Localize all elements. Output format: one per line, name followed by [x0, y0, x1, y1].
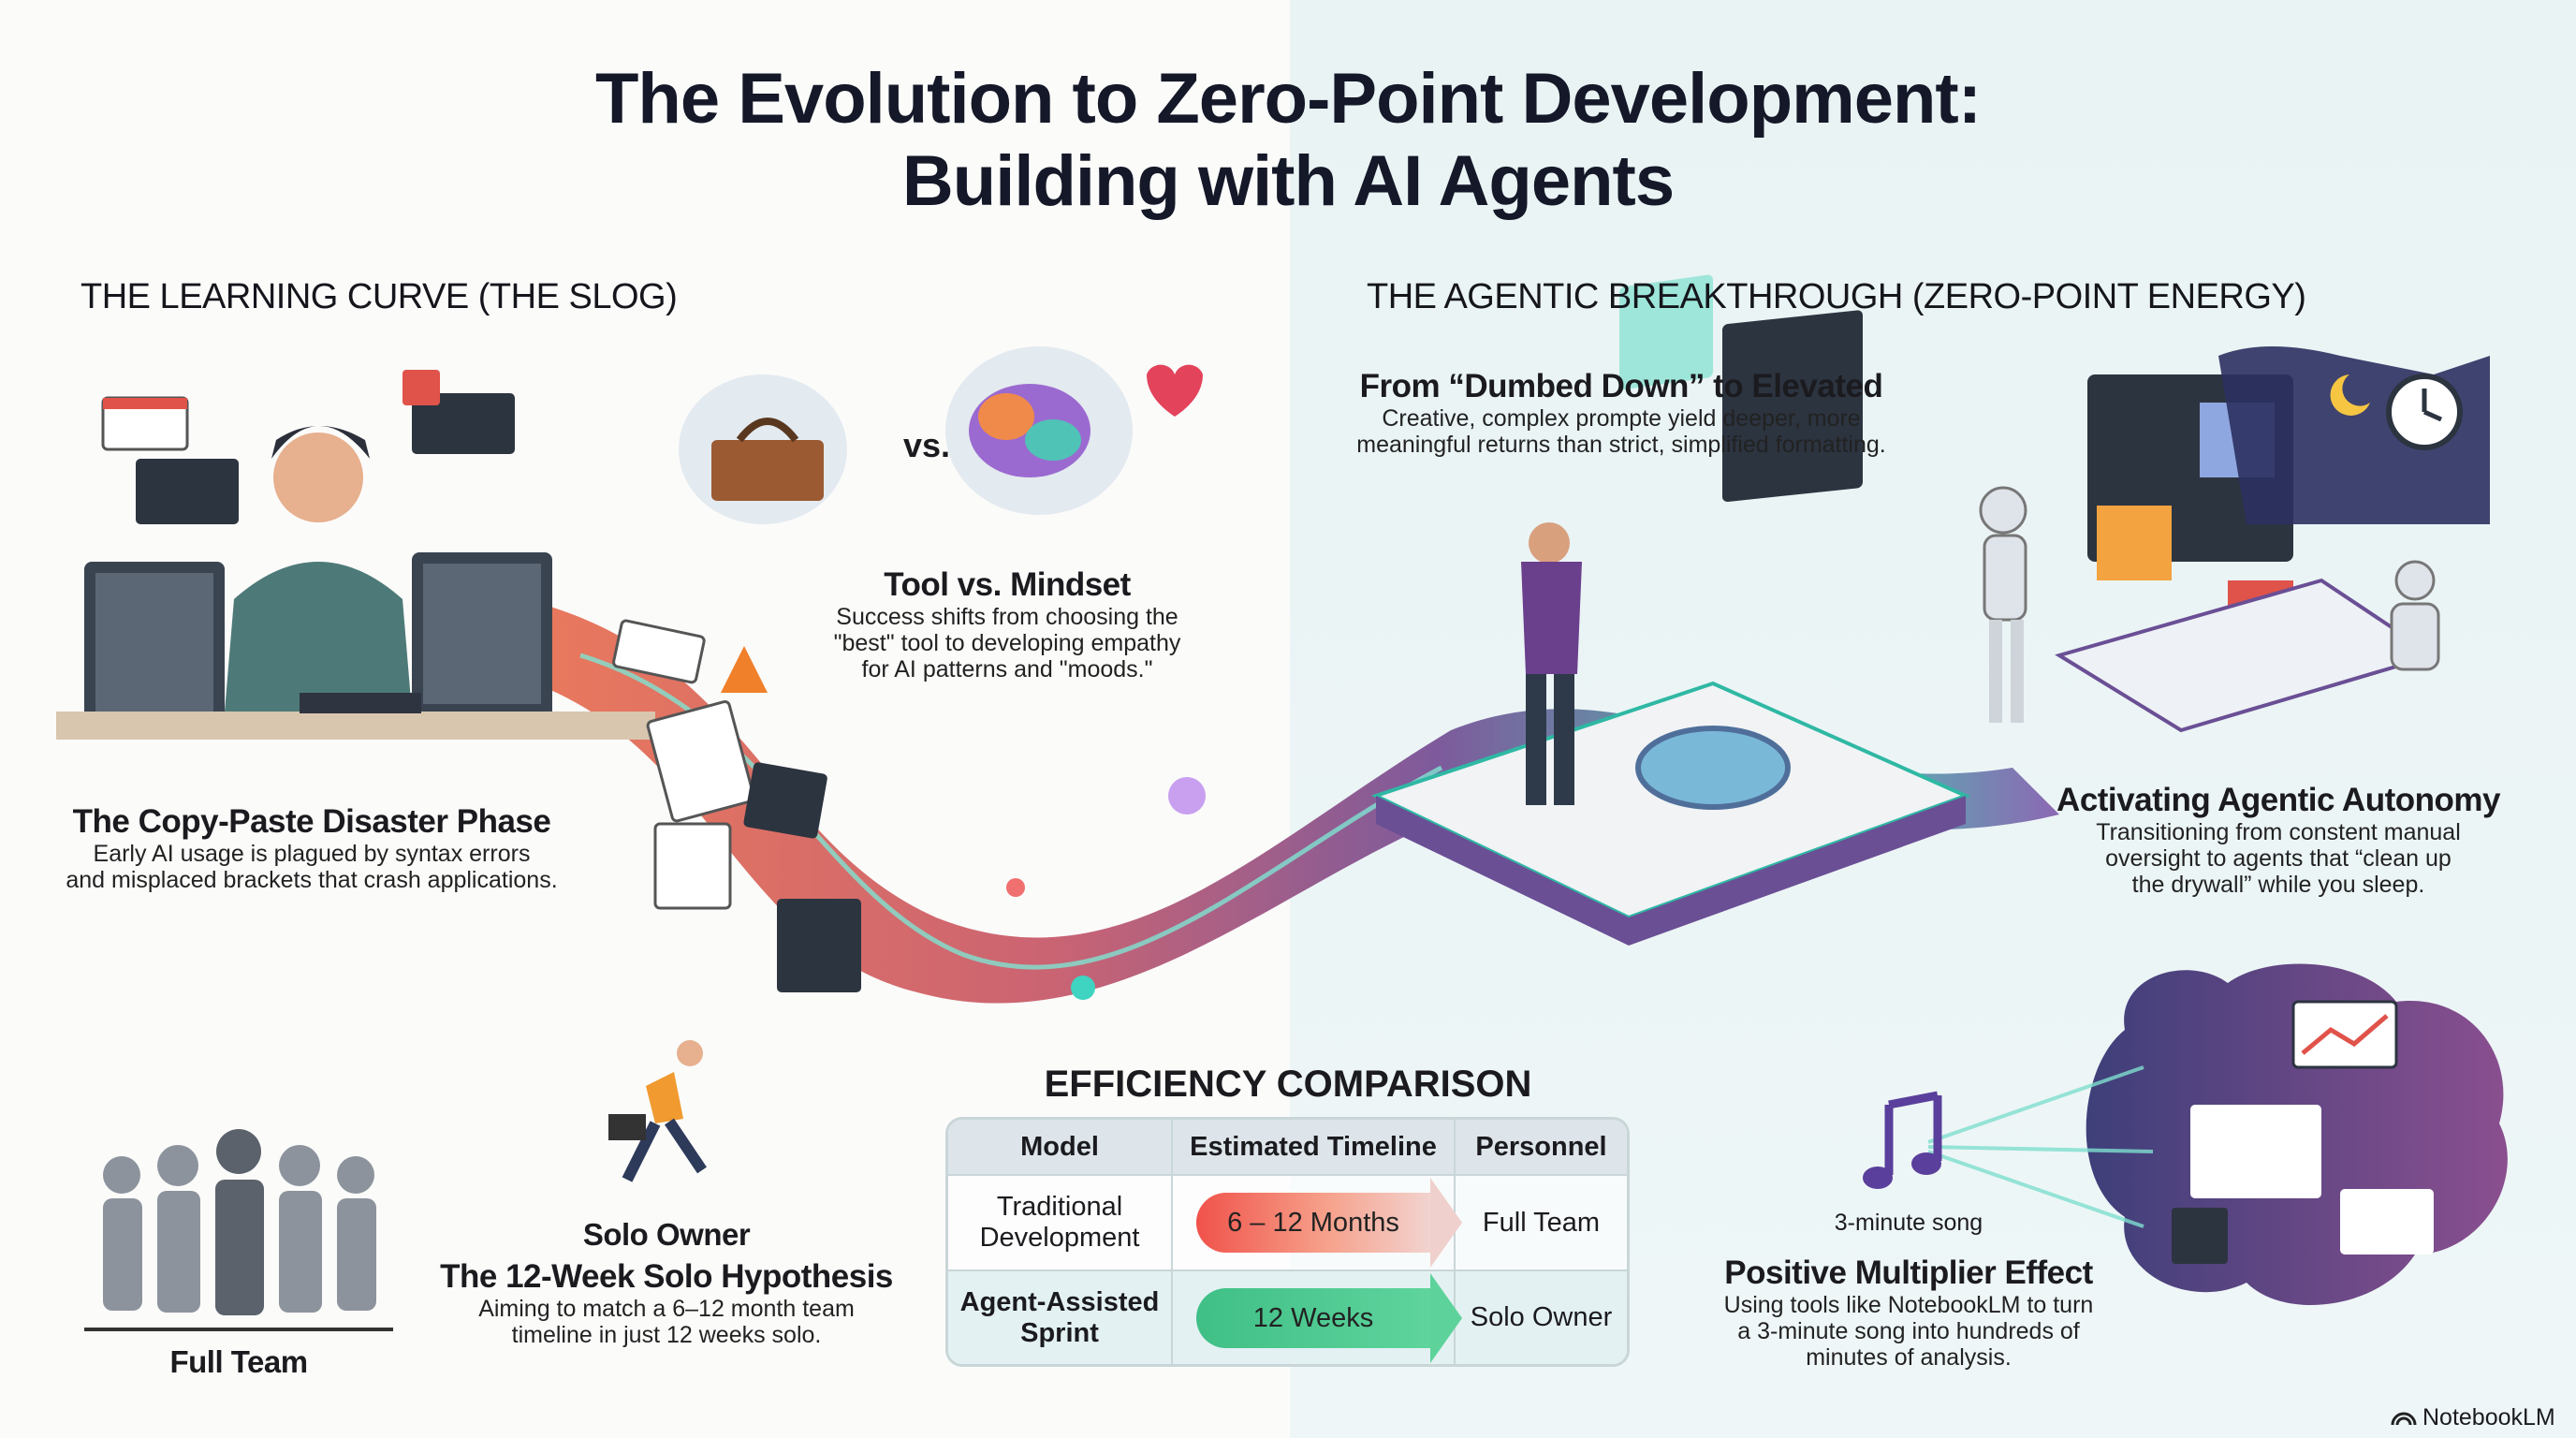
- desc-line: Transitioning from constent manual: [2096, 819, 2461, 845]
- warning-icon: [721, 646, 768, 693]
- multiplier-block: Positive Multiplier Effect Using tools l…: [1724, 1255, 2094, 1371]
- frustrated-developer: [56, 426, 655, 740]
- personnel-cell: Full Team: [1456, 1176, 1627, 1271]
- left-section-heading: THE LEARNING CURVE (THE SLOG): [80, 277, 678, 316]
- page-title-line2: Building with AI Agents: [901, 141, 1675, 221]
- solo-owner-label: Solo Owner: [582, 1217, 751, 1252]
- robot-icon: [1979, 486, 2027, 723]
- page-title-line1: The Evolution to Zero-Point Development:: [595, 59, 1982, 139]
- desc-line: Using tools like NotebookLM to turn: [1723, 1292, 2094, 1318]
- team-icon: [103, 1129, 376, 1315]
- heart-icon: [1147, 364, 1203, 417]
- moon-icon: [2330, 374, 2370, 416]
- desc-line: Early AI usage is plagued by syntax erro…: [93, 841, 531, 867]
- model-line: Sprint: [1020, 1317, 1099, 1348]
- toolbox-icon: [711, 418, 824, 501]
- table-header-row: Model Estimated Timeline Personnel: [948, 1120, 1627, 1176]
- column-header: Estimated Timeline: [1173, 1120, 1456, 1176]
- full-team-label: Full Team: [169, 1344, 308, 1379]
- comparison-heading: EFFICIENCY COMPARISON: [1044, 1064, 1532, 1105]
- copy-paste-title: The Copy-Paste Disaster Phase: [72, 803, 551, 840]
- right-section-heading: THE AGENTIC BREAKTHROUGH (ZERO-POINT ENE…: [1367, 277, 2306, 316]
- clock-icon: [2386, 374, 2463, 450]
- desc-line: oversight to agents that “clean up: [2105, 845, 2452, 872]
- desc-line: the drywall” while you sleep.: [2131, 872, 2425, 898]
- timeline-arrow: 6 – 12 Months: [1196, 1178, 1462, 1268]
- timeline-cell: 12 Weeks: [1173, 1271, 1462, 1364]
- music-note-icon: [1863, 1091, 1942, 1189]
- efficiency-table: Model Estimated Timeline Personnel Tradi…: [945, 1117, 1630, 1367]
- desc-line: for AI patterns and "moods.": [861, 656, 1153, 682]
- elevated-block: From “Dumbed Down” to Elevated Creative,…: [1356, 368, 1886, 458]
- personnel-cell: Solo Owner: [1456, 1271, 1627, 1364]
- desc-line: Success shifts from choosing the: [836, 604, 1178, 630]
- model-line: Development: [979, 1223, 1140, 1253]
- copy-paste-block: The Copy-Paste Disaster Phase Early AI u…: [66, 803, 557, 893]
- notebooklm-logo-icon: [2391, 1412, 2417, 1426]
- solo-hypothesis-title: The 12-Week Solo Hypothesis: [440, 1258, 893, 1295]
- presenter-figure: [1521, 522, 1582, 805]
- timeline-cell: 6 – 12 Months: [1173, 1176, 1462, 1271]
- desc-line: and misplaced brackets that crash applic…: [66, 867, 558, 893]
- model-line: Traditional: [996, 1192, 1123, 1222]
- column-header: Model: [948, 1120, 1173, 1176]
- elevated-title: From “Dumbed Down” to Elevated: [1359, 368, 1883, 404]
- autonomy-block: Activating Agentic Autonomy Transitionin…: [2056, 782, 2500, 898]
- vs-label: vs.: [903, 426, 951, 464]
- desc-line: meaningful returns than strict, simplifi…: [1356, 432, 1886, 458]
- tool-vs-mindset-block: Tool vs. Mindset Success shifts from cho…: [834, 566, 1181, 682]
- robot-icon-2: [2390, 560, 2440, 671]
- model-line: Agent-Assisted: [959, 1286, 1160, 1317]
- energy-stream: [505, 599, 2059, 1004]
- glow-orb: [1168, 777, 1206, 814]
- column-header: Personnel: [1456, 1120, 1627, 1176]
- desc-line: a 3-minute song into hundreds of: [1737, 1318, 2080, 1344]
- holographic-platform: [1370, 681, 1971, 946]
- desc-line: minutes of analysis.: [1806, 1344, 2012, 1371]
- multiplier-title: Positive Multiplier Effect: [1724, 1255, 2093, 1291]
- desc-line: "best" tool to developing empathy: [833, 630, 1181, 656]
- error-icon: [402, 370, 440, 405]
- song-label: 3-minute song: [1834, 1210, 1983, 1236]
- desc-line: Creative, complex prompte yield deeper, …: [1382, 405, 1861, 432]
- desc-line: timeline in just 12 weeks solo.: [511, 1322, 822, 1348]
- notebooklm-logo-text: NotebookLM: [2422, 1404, 2555, 1431]
- runner-icon: [608, 1040, 707, 1182]
- floating-code-windows: [101, 370, 861, 992]
- timeline-arrow: 12 Weeks: [1196, 1272, 1462, 1363]
- autonomy-title: Activating Agentic Autonomy: [2056, 782, 2500, 818]
- desc-line: Aiming to match a 6–12 month team: [478, 1296, 855, 1322]
- solo-block: Solo Owner The 12-Week Solo Hypothesis A…: [440, 1217, 893, 1348]
- tool-vs-mindset-title: Tool vs. Mindset: [884, 566, 1131, 603]
- brain-icon: [969, 384, 1090, 477]
